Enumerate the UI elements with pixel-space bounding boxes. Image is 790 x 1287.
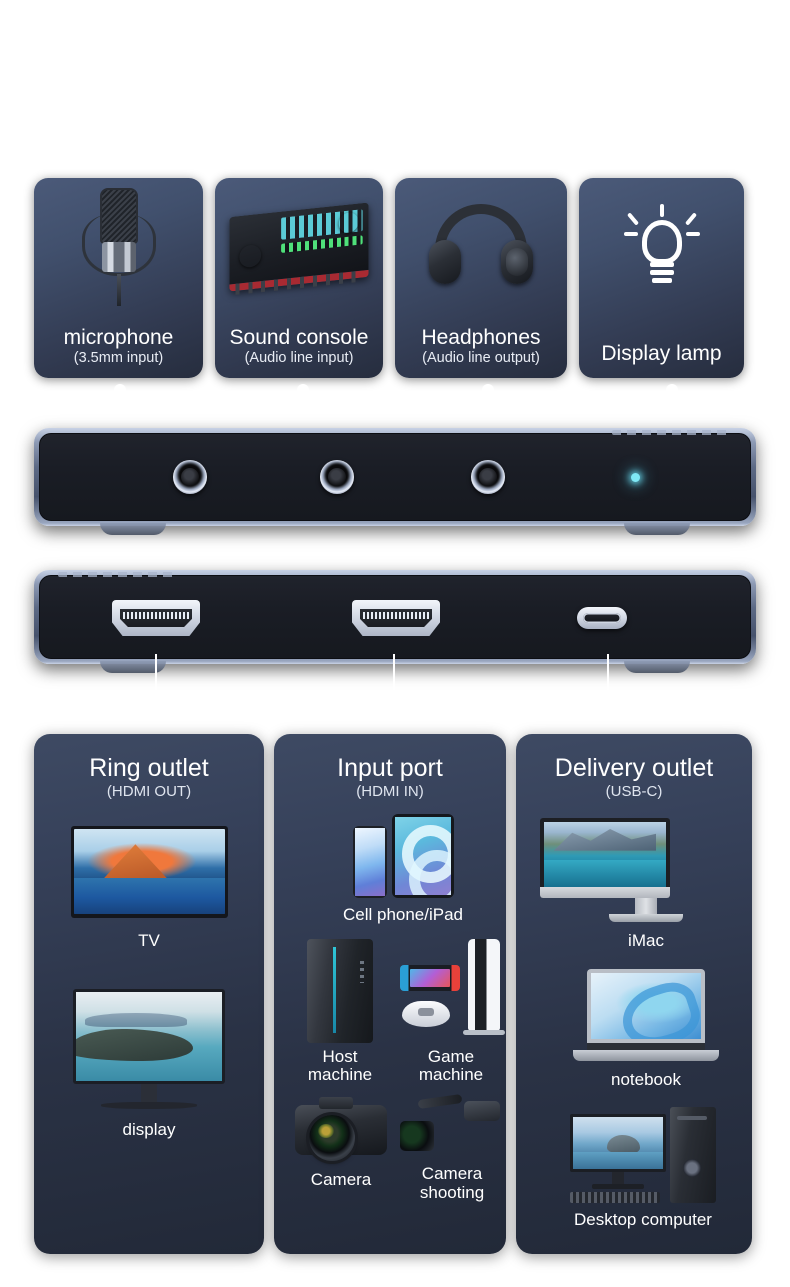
list-item: Host machine xyxy=(290,938,390,1085)
list-item: Cell phone/iPad xyxy=(274,814,506,925)
device-foot xyxy=(624,523,690,535)
list-item: Camera shooting xyxy=(398,1094,506,1202)
card-sound-console: Sound console (Audio line input) xyxy=(215,178,383,378)
line-in-jack[interactable] xyxy=(320,460,354,494)
item-caption: Camera xyxy=(421,1164,483,1184)
pc-tower-icon xyxy=(307,938,373,1043)
monitor-icon xyxy=(73,988,225,1084)
item-pair: Camera Camera shooting xyxy=(274,1094,506,1202)
card-title: Ring outlet xyxy=(89,754,209,782)
output-source-card-row: Ring outlet (HDMI OUT) TV display xyxy=(34,734,756,1254)
card-sublabel: (Audio line input) xyxy=(244,350,354,366)
item-pair: Host machine Game machine xyxy=(274,938,506,1085)
device-shell xyxy=(34,428,756,526)
card-subtitle: (USB-C) xyxy=(605,783,663,800)
card-delivery-outlet: Delivery outlet (USB-C) iMac xyxy=(516,734,752,1254)
item-caption: iMac xyxy=(628,931,664,950)
card-input-port: Input port (HDMI IN) Cell phone/iPad Hos… xyxy=(274,734,506,1254)
item-caption: machine xyxy=(307,1065,373,1085)
hdmi-in-port[interactable] xyxy=(352,600,440,636)
item-caption: TV xyxy=(138,931,160,950)
item-caption: shooting xyxy=(419,1182,485,1202)
card-sublabel: (Audio line output) xyxy=(422,350,540,366)
vent-grille xyxy=(58,572,178,577)
device-foot xyxy=(624,661,690,673)
item-caption: Cell phone/iPad xyxy=(342,905,464,924)
sound-console-icon xyxy=(215,186,383,306)
item-caption: Camera xyxy=(310,1170,372,1190)
card-microphone: microphone (3.5mm input) xyxy=(34,178,203,378)
item-caption: Game xyxy=(427,1046,475,1066)
card-label: Sound console xyxy=(229,325,369,349)
card-title: Delivery outlet xyxy=(554,754,714,782)
phone-tablet-icon xyxy=(300,814,506,898)
list-item: Desktop computer xyxy=(516,1107,752,1230)
list-item: Game machine xyxy=(396,938,506,1085)
headphones-icon xyxy=(395,186,567,306)
desktop-computer-icon xyxy=(534,1107,752,1204)
card-header: Input port (HDMI IN) xyxy=(274,754,506,801)
item-caption: Desktop computer xyxy=(574,1210,712,1230)
item-caption: notebook xyxy=(611,1069,681,1089)
card-label: microphone xyxy=(63,325,174,349)
card-header: Delivery outlet (USB-C) xyxy=(516,754,752,801)
card-subtitle: (HDMI OUT) xyxy=(106,783,192,800)
item-caption: machine xyxy=(418,1065,484,1085)
list-item: notebook xyxy=(516,968,752,1090)
device-foot xyxy=(100,523,166,535)
card-label: Headphones xyxy=(421,325,541,349)
power-led xyxy=(631,473,640,482)
mic-jack[interactable] xyxy=(173,460,207,494)
tv-icon xyxy=(70,826,228,918)
usb-c-port[interactable] xyxy=(577,607,627,629)
dslr-camera-icon xyxy=(295,1095,388,1162)
card-subtitle: (HDMI IN) xyxy=(356,783,424,800)
card-ring-outlet: Ring outlet (HDMI OUT) TV display xyxy=(34,734,264,1254)
device-face xyxy=(39,433,751,521)
microphone-icon xyxy=(34,186,203,306)
item-caption: display xyxy=(122,1119,176,1139)
card-sublabel: (3.5mm input) xyxy=(73,350,164,366)
card-display-lamp: Display lamp xyxy=(579,178,744,378)
page-title: Product interface diagram xyxy=(154,88,636,134)
game-console-icon xyxy=(396,938,506,1043)
device-foot xyxy=(100,661,166,673)
input-source-card-row: microphone (3.5mm input) Sound console (… xyxy=(34,178,756,378)
laptop-icon xyxy=(540,968,752,1061)
video-port-panel xyxy=(34,570,756,673)
card-title: Input port xyxy=(337,754,443,782)
light-bulb-icon xyxy=(579,186,744,306)
item-caption: Host xyxy=(322,1046,358,1066)
camcorder-icon xyxy=(400,1094,504,1161)
list-item: display xyxy=(34,988,264,1140)
hdmi-out-port[interactable] xyxy=(112,600,200,636)
line-out-jack[interactable] xyxy=(471,460,505,494)
imac-icon xyxy=(540,818,752,922)
card-label: Display lamp xyxy=(601,341,722,365)
card-header: Ring outlet (HDMI OUT) xyxy=(34,754,264,801)
list-item: iMac xyxy=(516,818,752,951)
vent-grille xyxy=(612,430,732,435)
list-item: TV xyxy=(34,826,264,951)
list-item: Camera xyxy=(290,1095,392,1202)
card-headphones: Headphones (Audio line output) xyxy=(395,178,567,378)
audio-port-panel xyxy=(34,428,756,535)
